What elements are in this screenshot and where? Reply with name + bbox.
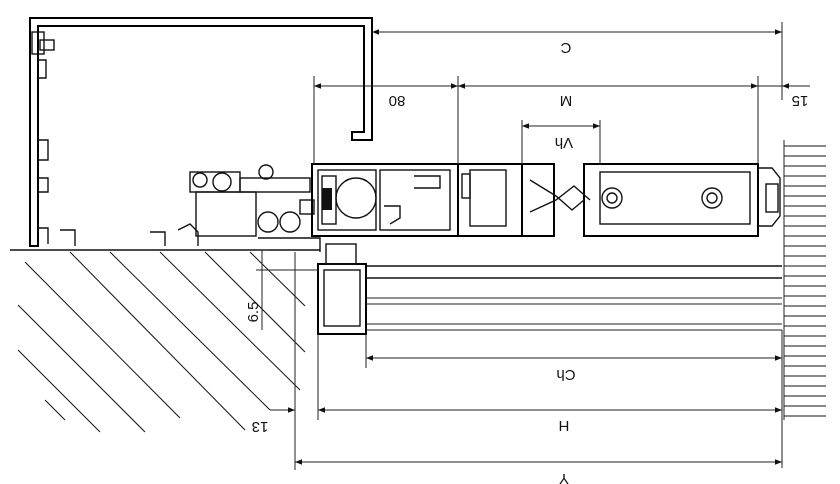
dimension-lines — [256, 22, 810, 468]
dim-label-m: M — [560, 92, 573, 109]
dim-label-80: 80 — [389, 92, 406, 109]
dim-label-vh: Vh — [555, 134, 573, 151]
dim-label-15: 15 — [792, 92, 809, 109]
roller-carriage — [189, 164, 321, 252]
header-channel-profile — [29, 17, 373, 247]
dim-label-6-5: 6.5 — [245, 302, 262, 323]
dim-label-13: 13 — [252, 418, 269, 435]
dim-label-c: C — [560, 39, 571, 56]
lower-panel-glass — [317, 243, 782, 335]
dim-label-y: Y — [559, 470, 569, 484]
dim-label-ch: Ch — [556, 366, 575, 383]
wall-section-hatch — [10, 249, 320, 470]
dimension-labels: C 80 M 15 Vh Ch H 13 Y 6.5 — [245, 39, 808, 484]
top-rail-profile — [311, 163, 781, 237]
dim-label-h: H — [559, 417, 570, 434]
right-structure-hatch — [783, 140, 826, 420]
